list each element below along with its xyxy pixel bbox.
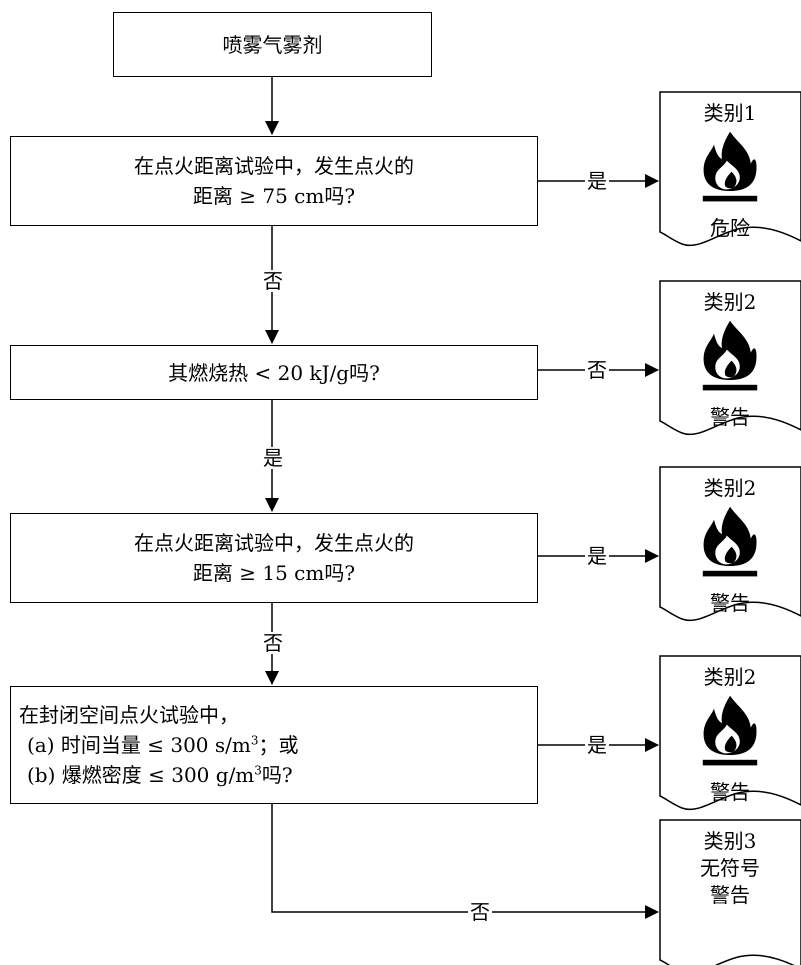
question-3-line-1: 在点火距离试验中，发生点火的 [134,531,414,555]
outcome-3-category: 类别2 [703,476,757,500]
question-4-suffix: 吗? [261,763,293,787]
arrow-q4-to-outcome5 [271,804,659,919]
outcome-4-category: 类别2 [703,665,757,689]
question-2-line-1: 其燃烧热 < 20 kJ/g吗? [168,360,380,385]
outcome-2-signal: 警告 [710,405,750,429]
question-4-line-1: 在封闭空间点火试验中， [19,703,239,727]
edge-label-q1-down: 否 [261,269,285,293]
edge-label-q1-right: 是 [585,169,609,193]
question-4-option-a: (a) 时间当量 ≤ 300 s/m [27,733,251,757]
outcome-5-no-symbol: 无符号 [700,856,760,880]
superscript-3: 3 [254,763,262,778]
start-box: 喷雾气雾剂 [113,12,432,77]
question-3-line-2: 距离 ≥ 15 cm吗? [192,561,356,585]
outcome-3-signal: 警告 [710,591,750,615]
edge-label-q3-down: 否 [261,631,285,655]
superscript-3: 3 [250,733,259,748]
outcome-5-signal: 警告 [710,883,750,907]
outcome-1-category: 类别1 [703,101,757,125]
edge-label-q3-right: 是 [585,544,609,568]
question-box-2: 其燃烧热 < 20 kJ/g吗? [10,345,538,400]
question-box-4: 在封闭空间点火试验中， (a) 时间当量 ≤ 300 s/m3；或 (b) 爆燃… [10,686,538,804]
outcome-1-signal: 危险 [710,216,750,240]
outcome-4-signal: 警告 [710,780,750,804]
edge-label-q4-down: 否 [468,900,492,924]
edge-label-q2-down: 是 [261,446,285,470]
question-4-or: ；或 [258,733,299,757]
question-4-line-2: (a) 时间当量 ≤ 300 s/m3；或 [19,730,537,760]
question-box-1: 在点火距离试验中，发生点火的 距离 ≥ 75 cm吗? [10,136,538,226]
question-box-3: 在点火距离试验中，发生点火的 距离 ≥ 15 cm吗? [10,513,538,603]
question-1-line-2: 距离 ≥ 75 cm吗? [192,184,356,208]
question-4-line-3: (b) 爆燃密度 ≤ 300 g/m3吗? [19,760,537,790]
edge-label-q2-right: 否 [585,358,609,382]
edge-label-q4-right: 是 [585,733,609,757]
question-1-line-1: 在点火距离试验中，发生点火的 [134,154,414,178]
start-label: 喷雾气雾剂 [222,32,323,57]
outcome-2-category: 类别2 [703,290,757,314]
outcome-5-category: 类别3 [703,829,757,853]
question-4-option-b: (b) 爆燃密度 ≤ 300 g/m [27,763,255,787]
